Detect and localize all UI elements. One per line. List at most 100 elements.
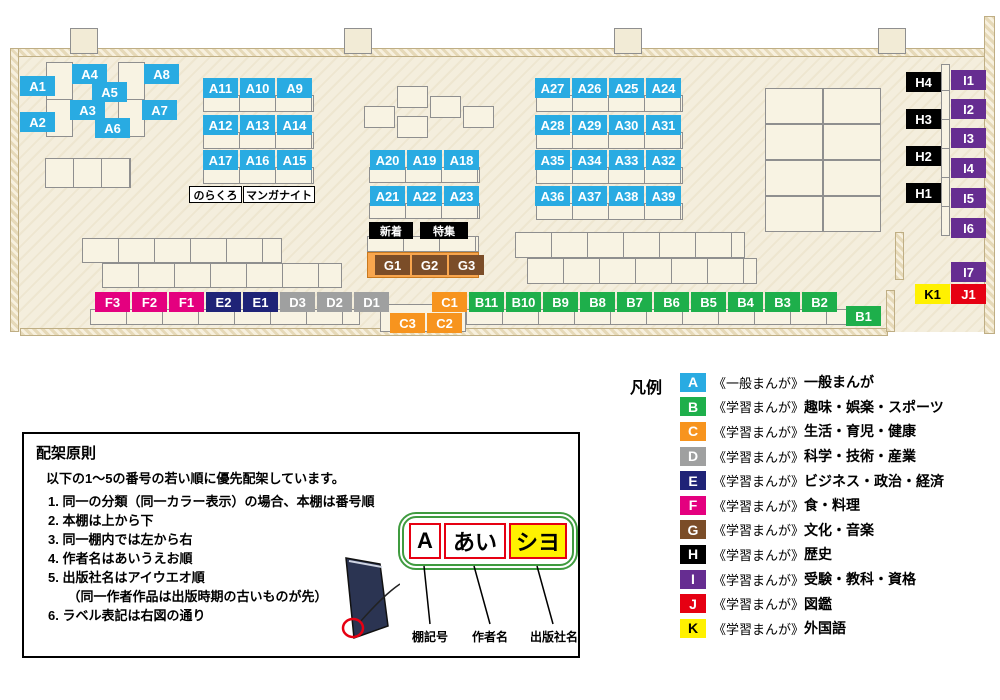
shelf-block [90,309,360,325]
shelf-label-a21: A21 [370,186,405,206]
shelf-label-k1: K1 [915,284,950,304]
shelf-label-a32: A32 [646,150,681,170]
shelf-label-i3: I3 [951,128,986,148]
caption-publisher: 出版社名 [530,630,579,644]
shelf-label-b11: B11 [469,292,504,312]
legend-label: 受験・教科・資格 [804,571,917,588]
shelf-label-i1: I1 [951,70,986,90]
shelf-label-i6: I6 [951,218,986,238]
shelf-label-a33: A33 [609,150,644,170]
shelf-block [765,124,823,160]
shelf-label-h2: H2 [906,146,941,166]
legend-category: 《学習まんが》 [713,424,805,440]
legend-item-e: E《学習まんが》ビジネス・政治・経済 [680,468,944,493]
shelf-label-j1: J1 [951,284,986,304]
legend-category: 《学習まんが》 [713,474,805,490]
principles-item: 5. 出版社名はアイウエオ順 [48,570,205,585]
shelf-label-i5: I5 [951,188,986,208]
shelf-block [765,88,823,124]
pillar [70,28,98,54]
shelf-label-i7: I7 [951,262,986,282]
shelf-block [397,116,428,138]
legend-category: 《一般まんが》 [713,375,805,391]
shelf-block [527,258,757,284]
shelf-block [102,263,342,288]
pillar [344,28,372,54]
legend-item-b: B《学習まんが》趣味・娯楽・スポーツ [680,395,944,420]
legend-item-g: G《学習まんが》文化・音楽 [680,518,944,543]
principles-item: （同一作者作品は出版時期の古いものが先） [48,589,328,604]
legend-item-i: I《学習まんが》受験・教科・資格 [680,567,944,592]
shelf-block [369,167,480,183]
shelf-label-c3: C3 [390,313,425,333]
shelf-label-a6: A6 [95,118,130,138]
shelf-label-a15: A15 [277,150,312,170]
legend-label: 文化・音楽 [804,521,875,538]
legend-chip-b: B [680,397,706,417]
shelf-label-g1: G1 [375,255,410,275]
legend-chip-j: J [680,594,706,614]
shelf-label-a37: A37 [572,186,607,206]
shelf-label-a34: A34 [572,150,607,170]
legend-label: 科学・技術・産業 [804,448,917,465]
label-publisher: シヨ [509,523,567,559]
legend-chip-c: C [680,421,706,441]
shelf-label-i2: I2 [951,99,986,119]
shelf-label-a8: A8 [144,64,179,84]
legend-category: 《学習まんが》 [713,572,805,588]
shelf-label-a38: A38 [609,186,644,206]
shelf-label-b3: B3 [765,292,800,312]
legend-category: 《学習まんが》 [713,449,805,465]
legend-item-d: D《学習まんが》科学・技術・産業 [680,444,944,469]
shelf-block [941,64,950,236]
shelf-label-a12: A12 [203,115,238,135]
shelf-block [765,196,823,232]
shelf-label-a9: A9 [277,78,312,98]
shelf-label-f1: F1 [169,292,204,312]
shelf-label-a4: A4 [72,64,107,84]
shelf-label-a7: A7 [142,100,177,120]
shelf-label-a36: A36 [535,186,570,206]
pillar [878,28,906,54]
legend-label: 趣味・娯楽・スポーツ [804,398,944,415]
shelf-label-h4: H4 [906,72,941,92]
shelf-label-a10: A10 [240,78,275,98]
shelf-label-g3: G3 [449,255,484,275]
shelf-label-b8: B8 [580,292,615,312]
caption-shelf-code: 棚記号 [412,630,449,644]
legend-item-a: A《一般まんが》一般まんが [680,370,944,395]
label-shelf-code: A [409,523,441,559]
shelf-label-a27: A27 [535,78,570,98]
shelf-label-a39: A39 [646,186,681,206]
shelf-label-b2: B2 [802,292,837,312]
shelf-block [45,158,131,188]
shelf-label-b6: B6 [654,292,689,312]
shelf-block [823,88,881,124]
pillar [614,28,642,54]
shelf-label-a23: A23 [444,186,479,206]
shelf-block [536,132,683,149]
shelf-label-h3: H3 [906,109,941,129]
shelf-block [823,160,881,196]
wall [895,232,904,280]
shelf-block [823,196,881,232]
shelf-block [765,160,823,196]
legend-label: 生活・育児・健康 [804,423,917,440]
legend-title: 凡例 [630,380,663,397]
legend-chip-a: A [680,372,706,392]
legend-label: 歴史 [804,546,833,563]
legend-chip-h: H [680,544,706,564]
principles-item: 2. 本棚は上から下 [48,513,154,528]
legend-label: 食・料理 [804,497,861,514]
shelf-label-c1: C1 [432,292,467,312]
shelf-block [369,203,480,219]
caption-author: 作者名 [472,630,509,644]
legend-category: 《学習まんが》 [713,547,805,563]
book-icon [341,557,400,640]
shelf-label-a2: A2 [20,112,55,132]
legend-item-j: J《学習まんが》図鑑 [680,591,944,616]
